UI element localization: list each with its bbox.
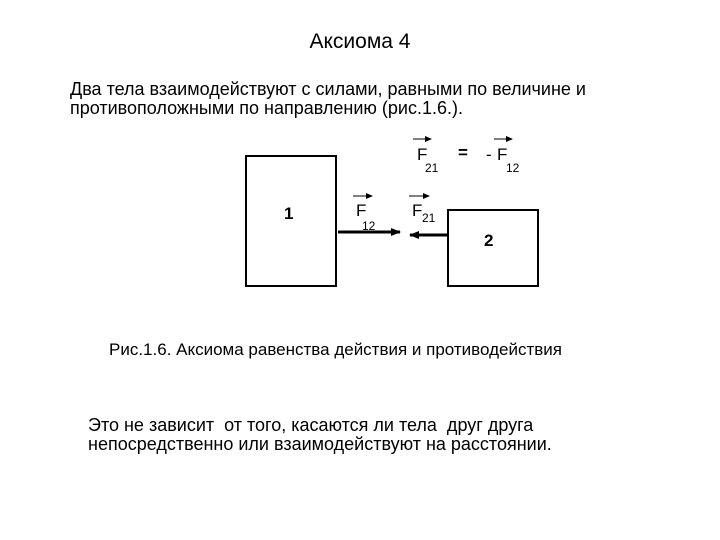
body-1-label: 1 xyxy=(284,204,294,223)
axiom-statement-line-1: Два тела взаимодействуют с силами, равны… xyxy=(70,79,586,99)
equation-right-sub: 12 xyxy=(506,161,520,175)
remark-line-1: Это не зависит от того, касаются ли тела… xyxy=(88,415,534,435)
remark-paragraph: Это не зависит от того, касаются ли тела… xyxy=(88,416,648,454)
body-2-label: 2 xyxy=(484,231,494,250)
force-1-symbol: F xyxy=(356,201,367,220)
equation-left-sub: 21 xyxy=(425,161,439,175)
force-2-sub: 21 xyxy=(422,211,436,225)
body-1-box xyxy=(245,155,337,287)
axiom-statement-line-2: противоположными по направлению (рис.1.6… xyxy=(70,98,463,118)
equation-equals: = xyxy=(458,143,468,162)
remark-line-2: непосредственно или взаимодействуют на р… xyxy=(88,434,552,454)
force-1-sub: 12 xyxy=(362,219,376,233)
figure-caption: Рис.1.6. Аксиома равенства действия и пр… xyxy=(109,340,562,359)
equation-right-symbol: F xyxy=(497,145,508,164)
equation-minus: - xyxy=(486,145,492,164)
axiom-statement: Два тела взаимодействуют с силами, равны… xyxy=(70,80,690,118)
force-2-symbol: F xyxy=(412,201,423,220)
page-title: Аксиома 4 xyxy=(309,30,411,53)
equation-left-symbol: F xyxy=(417,145,428,164)
body-2-box xyxy=(447,209,539,287)
